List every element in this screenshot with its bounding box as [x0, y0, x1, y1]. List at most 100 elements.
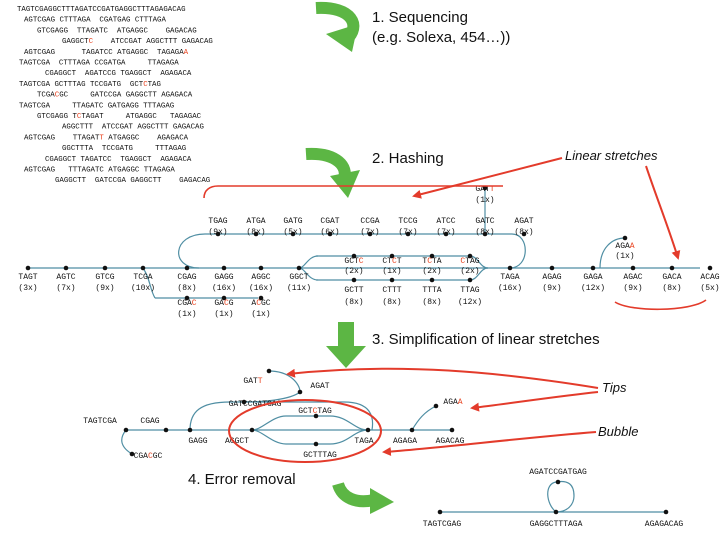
kmer-count: (2x) [422, 267, 441, 276]
kmer-node [507, 265, 513, 271]
kmer-node [622, 235, 628, 241]
contig-label: TAGA [354, 437, 373, 446]
kmer-label: CTCT [382, 257, 401, 266]
kmer-count: (8x) [344, 298, 363, 307]
kmer-count: (16x) [249, 284, 273, 293]
read-line: TAGTCGA CTTTAGA CCGATGA TTAGAGA [19, 60, 179, 68]
step-1-title: 1. Sequencing [372, 9, 468, 26]
contig-label: GATT [243, 377, 262, 386]
kmer-count: (2x) [344, 267, 363, 276]
kmer-count: (1x) [382, 267, 401, 276]
kmer-label: GATG [283, 217, 302, 226]
kmer-label: GGCT [289, 273, 308, 282]
kmer-node [669, 265, 675, 271]
kmer-label: ATGA [246, 217, 265, 226]
kmer-label: CTAG [460, 257, 479, 266]
kmer-label: GAGA [583, 273, 602, 282]
kmer-label: GCTC [344, 257, 363, 266]
kmer-label: TTAG [460, 286, 479, 295]
kmer-count: (2x) [460, 267, 479, 276]
kmer-node [707, 265, 713, 271]
final-contig-node [553, 509, 559, 515]
kmer-count: (9x) [95, 284, 114, 293]
kmer-node [102, 265, 108, 271]
kmer-count: (8x) [177, 284, 196, 293]
contig-label: TAGTCGA [83, 417, 117, 426]
kmer-label: TTTA [422, 286, 441, 295]
step-3-title: 3. Simplification of linear stretches [372, 331, 600, 348]
kmer-count: (8x) [662, 284, 681, 293]
kmer-count: (8x) [246, 228, 265, 237]
kmer-label: GTCG [95, 273, 114, 282]
kmer-label: GATT [475, 185, 494, 194]
kmer-count: (16x) [212, 284, 236, 293]
kmer-node [467, 253, 473, 259]
kmer-label: ATCC [436, 217, 455, 226]
kmer-node [221, 295, 227, 301]
kmer-count: (12x) [581, 284, 605, 293]
kmer-count: (1x) [251, 310, 270, 319]
step-2-title: 2. Hashing [372, 150, 444, 167]
read-line: AGTCGAG CTTTAGA CGATGAG CTTTAGA [24, 17, 166, 25]
contig-label: GAGG [188, 437, 207, 446]
kmer-node [253, 231, 259, 237]
kmer-label: TAGT [18, 273, 37, 282]
tips-arrow [286, 367, 599, 389]
bubble-highlight [228, 399, 382, 463]
read-line: GTCGAGG TTAGATC ATGAGGC GAGACAG [37, 27, 197, 35]
kmer-node [549, 265, 555, 271]
linear-stretches-arrow [412, 157, 563, 199]
kmer-count: (16x) [498, 284, 522, 293]
bubble-label: Bubble [598, 424, 638, 439]
contig-label: AGAT [310, 382, 329, 391]
final-contig-label: TAGTCGAG [423, 520, 462, 529]
kmer-count: (8x) [514, 228, 533, 237]
kmer-count: (8x) [422, 298, 441, 307]
kmer-node [290, 231, 296, 237]
kmer-node [296, 265, 302, 271]
linear-stretch-bracket [203, 185, 503, 199]
kmer-node [63, 265, 69, 271]
kmer-node [590, 265, 596, 271]
contig-node [266, 368, 272, 374]
kmer-node [215, 231, 221, 237]
green-arrow-icon [332, 481, 394, 514]
kmer-node [429, 253, 435, 259]
kmer-node [482, 185, 488, 191]
kmer-count: (9x) [208, 228, 227, 237]
kmer-count: (8x) [475, 228, 494, 237]
kmer-count: (7x) [360, 228, 379, 237]
kmer-count: (1x) [177, 310, 196, 319]
kmer-count: (10x) [131, 284, 155, 293]
contig-node [297, 389, 303, 395]
kmer-count: (6x) [320, 228, 339, 237]
kmer-label: AGAC [623, 273, 642, 282]
kmer-node [367, 231, 373, 237]
kmer-label: GACA [662, 273, 681, 282]
kmer-count: (12x) [458, 298, 482, 307]
simplified-graph-dots [123, 368, 455, 457]
tips-arrow [470, 391, 599, 412]
step-4-title: 4. Error removal [188, 471, 296, 488]
hash-graph-dots [25, 185, 713, 301]
kmer-label: CCGA [360, 217, 379, 226]
kmer-node [467, 277, 473, 283]
reads-block: TAGTCGAGGCTTTAGATCCGATGAGGCTTTAGAGACAGAG… [17, 6, 213, 185]
contig-label: CGACGC [134, 452, 163, 461]
read-line: TAGTCGA GCTTTAG TCCGATG GCTCTAG [19, 81, 161, 89]
kmer-label: AGAA [615, 242, 634, 251]
kmer-node [184, 265, 190, 271]
final-contig-label: AGATCCGATGAG [529, 468, 587, 477]
kmer-label: GAGG [214, 273, 233, 282]
read-line: GAGGCTT GATCCGA GAGGCTT GAGACAG [55, 177, 210, 185]
kmer-node [443, 231, 449, 237]
read-line: GGCTTTA TCCGATG TTTAGAG [62, 145, 186, 153]
kmer-label: TGAG [208, 217, 227, 226]
contig-label: GCTTTAG [303, 451, 337, 460]
read-line: TAGTCGA TTAGATC GATGAGG TTTAGAG [19, 102, 174, 110]
read-line: CGAGGCT AGATCCG TGAGGCT AGAGACA [45, 70, 192, 78]
contig-node [365, 427, 371, 433]
kmer-node [389, 253, 395, 259]
contig-node [249, 427, 255, 433]
